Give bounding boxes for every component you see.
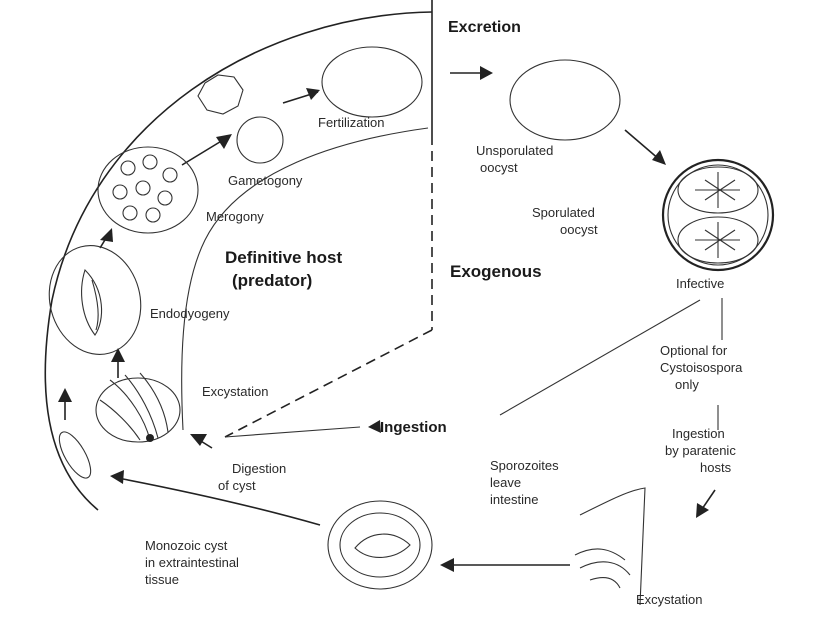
label-definitive-host-2: (predator) (232, 271, 312, 290)
arrow-unsporulated-to-sporulated (625, 130, 660, 160)
merozoite-cluster (113, 155, 177, 222)
excysting-sporozoites (96, 373, 180, 442)
label-monozoic-3: tissue (145, 572, 179, 587)
label-optional-2: Cystoisospora (660, 360, 743, 375)
label-monozoic-2: in extraintestinal (145, 555, 239, 570)
paratenic-host-boundary (580, 488, 645, 605)
label-ingestion-paratenic-2: by paratenic (665, 443, 736, 458)
label-excretion: Excretion (448, 19, 521, 36)
label-sporulated-2: oocyst (560, 222, 598, 237)
label-ingestion: Ingestion (380, 419, 447, 436)
label-digestion-1: Digestion (232, 461, 286, 476)
sporulated-oocyst (663, 160, 773, 270)
label-optional-1: Optional for (660, 343, 728, 358)
ingestion-line-inner (225, 427, 360, 437)
label-ingestion-paratenic-1: Ingestion (672, 426, 725, 441)
excysting-sporozoites-outer (575, 549, 630, 588)
label-sporozoites-1: Sporozoites (490, 458, 559, 473)
label-digestion-2: of cyst (218, 478, 256, 493)
label-merogony: Merogony (206, 209, 264, 224)
label-gametogony: Gametogony (228, 173, 303, 188)
label-excystation-outer: Excystation (636, 592, 702, 607)
microgamont-cell (237, 117, 283, 163)
label-unsporulated-1: Unsporulated (476, 143, 553, 158)
endodyogeny-cell (37, 235, 152, 365)
released-zoite (53, 427, 96, 482)
zygote-cell (322, 47, 422, 117)
label-monozoic-1: Monozoic cyst (145, 538, 228, 553)
label-endodyogeny: Endodyogeny (150, 306, 230, 321)
label-optional-3: only (675, 377, 699, 392)
label-fertilization: Fertilization (318, 115, 384, 130)
unsporulated-oocyst (510, 60, 620, 140)
label-sporozoites-3: intestine (490, 492, 538, 507)
label-excystation-inner: Excystation (202, 384, 268, 399)
label-unsporulated-2: oocyst (480, 160, 518, 175)
label-infective: Infective (676, 276, 724, 291)
label-sporulated-1: Sporulated (532, 205, 595, 220)
label-ingestion-paratenic-3: hosts (700, 460, 732, 475)
label-definitive-host-1: Definitive host (225, 248, 342, 267)
label-exogenous: Exogenous (450, 262, 542, 281)
monozoic-cyst (328, 501, 432, 589)
label-sporozoites-2: leave (490, 475, 521, 490)
